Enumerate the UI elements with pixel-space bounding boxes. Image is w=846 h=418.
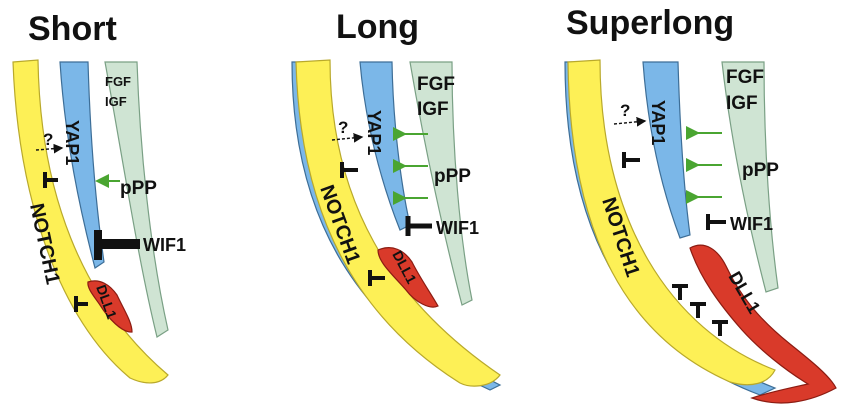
panel-superlong: Superlong FGF IGF YAP1 NOTCH1 DLL1 ? pPP…: [564, 4, 837, 404]
question-mark: ?: [43, 130, 53, 149]
unknown-arrow: [35, 143, 64, 154]
wif1-inhibits-yap1: [706, 214, 726, 230]
wif1-label: WIF1: [436, 218, 479, 238]
dll1-domain: [689, 244, 837, 404]
wif1-inhibits-yap1: [94, 230, 140, 260]
fgf-label: FGF: [726, 67, 764, 88]
yap1-label: YAP1: [648, 100, 668, 145]
mesoderm-band: [104, 61, 169, 338]
yap1-inhibits-notch1: [340, 162, 358, 178]
mesoderm-band: [721, 61, 779, 293]
fgf-label: FGF: [417, 74, 455, 95]
ppp-label: pPP: [742, 160, 779, 181]
yap1-label: YAP1: [364, 110, 384, 155]
yap1-band: [642, 61, 691, 239]
notch1-band: [567, 59, 776, 386]
yap1-band: [59, 61, 105, 269]
yap1-band: [359, 61, 411, 231]
igf-label: IGF: [417, 99, 449, 120]
igf-label: IGF: [726, 93, 758, 114]
ppp-label: pPP: [434, 166, 471, 187]
fgf-label: FGF: [105, 74, 131, 89]
notch1-band: [12, 59, 169, 384]
dll1-domain: [377, 247, 439, 308]
unknown-arrow: [331, 132, 364, 143]
igf-label: IGF: [105, 94, 127, 109]
notch1-band: [295, 59, 501, 387]
panel-title: Short: [28, 10, 117, 48]
mesoderm-band: [409, 61, 473, 306]
wif1-label: WIF1: [730, 214, 773, 234]
wif1-inhibits-yap1: [405, 216, 432, 236]
panel-title: Long: [336, 8, 419, 46]
dll1-inhibits-notch1-3: [712, 320, 728, 336]
dll1-inhibits-notch1: [368, 270, 385, 286]
question-mark: ?: [338, 118, 348, 137]
dll1-domain: [87, 280, 133, 333]
yap1-inhibits-notch1: [622, 152, 640, 168]
panel-short: Short FGF IGF YAP1 NOTCH1 DLL1 ? pPP WIF…: [12, 10, 186, 384]
wif1-label: WIF1: [143, 235, 186, 255]
yap1-label: YAP1: [62, 120, 82, 165]
dll1-inhibits-notch1-1: [672, 284, 688, 300]
panel-title: Superlong: [566, 4, 734, 42]
panel-long: Long FGF IGF YAP1 NOTCH1 DLL1 ? pPP WIF1: [291, 8, 502, 391]
ppp-label: pPP: [120, 178, 157, 199]
question-mark: ?: [620, 101, 630, 120]
yap1-inhibits-notch1: [43, 172, 58, 188]
dll1-inhibits-notch1: [74, 296, 88, 312]
unknown-arrow: [613, 116, 647, 127]
dll1-inhibits-notch1-2: [690, 302, 706, 318]
